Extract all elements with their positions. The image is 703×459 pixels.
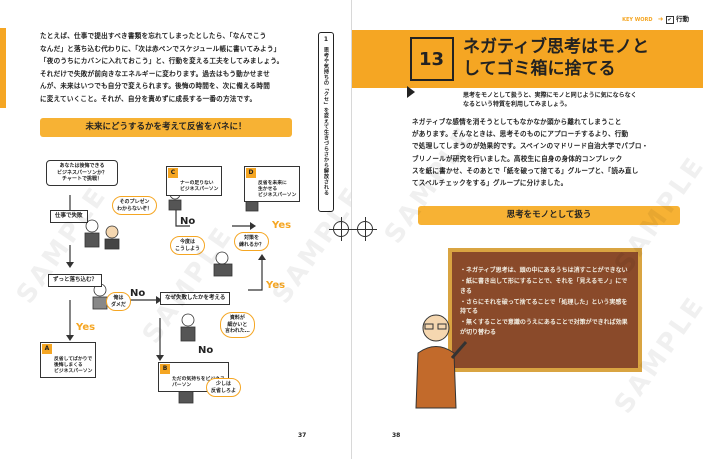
arrowhead-2 (66, 262, 74, 268)
page-gutter (351, 0, 352, 459)
keyword-tag: KEY WORD ➜ ✔ 行動 (622, 13, 689, 24)
right-page-number: 38 (392, 432, 401, 439)
label-yes-plan: Yes (272, 220, 292, 231)
teacher-illustration (415, 314, 468, 409)
bubble-next-time: 今度は こうしよう (170, 236, 206, 255)
side-tab-number: 1 (323, 36, 329, 43)
keyword-label: KEY WORD (622, 17, 653, 23)
result-c-text: ナーの足りない ビジネスパーソン (180, 181, 219, 192)
label-no-think: No (198, 345, 214, 356)
chapter-title: ネガティブ思考はモノと してゴミ箱に捨てる (463, 37, 649, 79)
result-a-text: 反省してばかりで 後悔しまくる ビジネスパーソン (54, 357, 93, 374)
chart-start-box: あなたは後悔できる ビジネスパーソンか？ チャートで挑戦！ (46, 160, 118, 186)
result-letter-a: A (42, 344, 52, 354)
left-page-number: 37 (298, 432, 307, 439)
result-b-text: ただの気持ちをビジネス パーソン (172, 377, 225, 388)
result-box-d: D 反省を未来に 生かせる ビジネスパーソン (244, 166, 301, 202)
node-can-plan: 対策を 練れるか？ (234, 232, 270, 251)
node-keep-dwelling: ずっと落ち込む？ (48, 274, 103, 287)
intro-paragraph: たとえば、仕事で提出すべき書類を忘れてしまったとしたら、「なんでこう なんだ」と… (40, 32, 284, 103)
registration-mark-left (329, 217, 353, 241)
chapter-side-tab: 1 思考や気持ちの「クセ」を変えて生きづらさから解放される (318, 32, 334, 212)
board-item: ・紙に書き出して形にすることで、それを「見えるモノ」にできる (460, 278, 628, 295)
chapter-subtitle: 思考をモノとして扱うと、実際にモノと同じように気にならなく なるという特質を利用… (463, 92, 637, 108)
arrow-plan-no (175, 210, 190, 227)
label-yes-dwell: Yes (76, 322, 96, 333)
right-banner: 思考をモノとして扱う (418, 206, 680, 225)
bubble-materials: 資料が 細かいと 言われた… (220, 312, 255, 338)
arrowhead-4 (156, 296, 162, 304)
result-box-a: A 反省してばかりで 後悔しまくる ビジネスパーソン (40, 342, 97, 378)
result-letter-c: C (168, 168, 178, 178)
keyword-value: 行動 (676, 15, 689, 23)
left-banner: 未来にどうするかを考えて反省をバネに！ (40, 118, 292, 137)
result-letter-b: B (160, 364, 170, 374)
node-think-why: なぜ失敗したかを考える (160, 292, 231, 305)
chapter-number-box: 13 (410, 37, 454, 81)
arrowhead-3 (66, 335, 74, 341)
result-d-text: 反省を未来に 生かせる ビジネスパーソン (258, 181, 297, 198)
board-item: ・無くすることで意識のうえにあることで対策ができれば効果が切り替わる (460, 319, 628, 336)
checkbox-icon: ✔ (665, 16, 674, 24)
chapter-number: 13 (418, 49, 445, 70)
result-box-c: C ナーの足りない ビジネスパーソン (166, 166, 223, 196)
label-no-plan: No (180, 216, 196, 227)
bubble-reflect-a-bit: 少しは 反省しろよ (206, 378, 242, 397)
arrowhead-5 (156, 355, 164, 361)
chalkboard: ・ネガティブ思考は、頭の中にあるうちは消すことができない ・紙に書き出して形にす… (448, 248, 642, 372)
bubble-ore-dame: 俺は ダメだ (106, 292, 131, 311)
left-edge-accent (0, 28, 6, 108)
result-box-b: B ただの気持ちをビジネス パーソン (158, 362, 229, 392)
arrowhead-7 (250, 222, 256, 230)
side-tab-text: 思考や気持ちの「クセ」を変えて生きづらさから解放される (323, 47, 329, 196)
body-paragraph: ネガティブな感情を消そうとしてもなかなか頭から離れてしまうこと があります。そん… (412, 118, 649, 188)
chalkboard-list: ・ネガティブ思考は、頭の中にあるうちは消すことができない ・紙に書き出して形にす… (452, 252, 638, 337)
beginner-mark-icon (407, 86, 415, 98)
node-work-mistake: 仕事で失敗 (50, 210, 88, 223)
registration-mark-right (353, 217, 377, 241)
left-page: たとえば、仕事で提出すべき書類を忘れてしまったとしたら、「なんでこう なんだ」と… (0, 28, 352, 439)
label-no-dwell: No (130, 288, 146, 299)
bubble-presentation: そのプレゼン わからないぞ！ (112, 196, 158, 215)
arrow-think-yes (248, 260, 263, 291)
result-letter-d: D (246, 168, 256, 178)
board-item: ・さらにそれを破って捨てることで「処理した」という実感を持てる (460, 298, 628, 316)
right-page: KEY WORD ➜ ✔ 行動 13 ネガティブ思考はモノと してゴミ箱に捨てる… (352, 0, 703, 459)
label-yes-think: Yes (266, 280, 286, 291)
arrowhead-6 (258, 254, 266, 260)
arrow-icon: ➜ (657, 15, 664, 23)
board-item: ・ネガティブ思考は、頭の中にあるうちは消すことができない (460, 267, 628, 274)
